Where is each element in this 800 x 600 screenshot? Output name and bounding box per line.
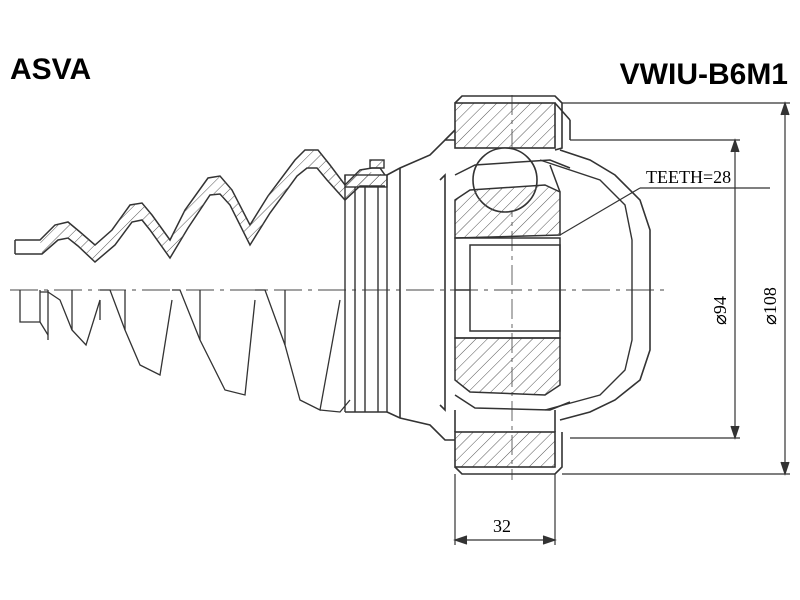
brand-logo-text: ASVA <box>10 53 92 86</box>
joint-housing <box>386 139 651 441</box>
outer-diameter-label: ⌀108 <box>760 287 780 325</box>
inner-race-bore <box>454 237 561 339</box>
boot-section-upper <box>14 149 386 264</box>
inner-diameter-label: ⌀94 <box>710 296 730 325</box>
diameter-dimensions <box>562 101 790 476</box>
bottom-flange <box>454 410 563 475</box>
inner-race-lower <box>454 337 571 411</box>
boot-exterior-lower <box>19 289 351 413</box>
top-flange <box>444 95 571 151</box>
clamp-band <box>344 159 388 413</box>
teeth-label: TEETH=28 <box>646 167 731 187</box>
teeth-leader-line <box>559 187 641 236</box>
width-label: 32 <box>493 516 511 536</box>
width-dimension <box>453 474 557 545</box>
cage <box>539 159 633 411</box>
part-number: VWIU-B6M1 <box>619 58 788 91</box>
